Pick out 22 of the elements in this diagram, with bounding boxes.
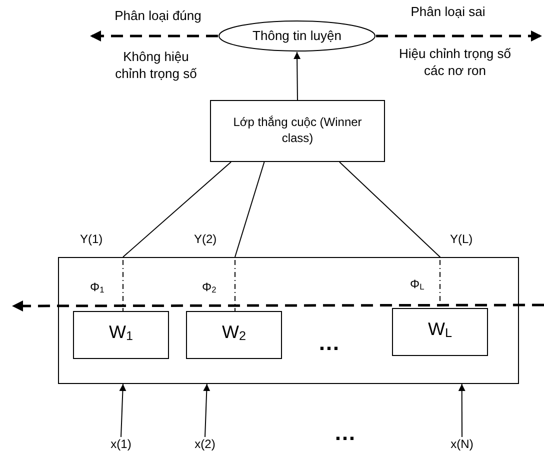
dashed-arrow <box>90 30 218 42</box>
output-label: Y(1) <box>80 232 103 246</box>
container-box <box>58 257 519 384</box>
input-label: x(2) <box>184 437 226 453</box>
input-label: x(N) <box>441 437 483 453</box>
weight-box: W$_{1}$ <box>73 311 169 359</box>
weight-box: W$_{L}$ <box>392 308 488 356</box>
arrow <box>119 384 126 438</box>
input-label: x(1) <box>100 437 142 453</box>
arrow <box>458 384 466 438</box>
ellipsis: … <box>318 333 340 353</box>
output-label: Y(2) <box>194 232 217 246</box>
ellipsis: … <box>334 423 356 443</box>
weight-box: W$_{2}$ <box>186 311 282 359</box>
ellipse-node: Thông tin luyện <box>218 20 376 52</box>
process-box: Lớp thắng cuộc (Winner class) <box>210 100 385 162</box>
arrow <box>203 384 210 438</box>
output-label: Y(L) <box>450 232 473 246</box>
arrow <box>294 52 301 100</box>
dashed-arrow <box>376 30 542 42</box>
connector-line <box>122 162 232 312</box>
connector-line <box>234 162 265 312</box>
